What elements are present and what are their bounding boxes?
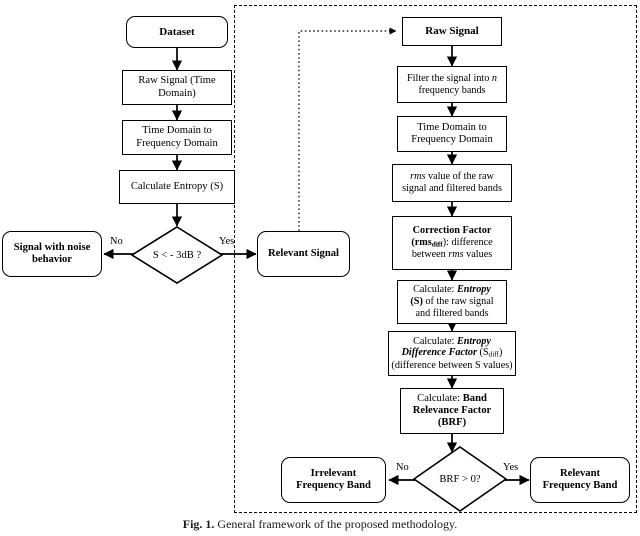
line-2: Domain)	[158, 87, 196, 99]
node-irrelevant-frequency-band[interactable]: Irrelevant Frequency Band	[281, 457, 386, 503]
figure-caption: Fig. 1. General framework of the propose…	[0, 517, 640, 532]
line-1: Irrelevant	[310, 467, 357, 479]
line-1: Signal with noise	[13, 241, 91, 253]
decision-entropy-threshold-label: S < - 3dB ?	[152, 249, 202, 261]
node-correction-factor-label: Correction Factor (rmsdiff): difference …	[411, 225, 493, 261]
node-time-to-frequency-domain-2[interactable]: Time Domain to Frequency Domain	[397, 116, 507, 152]
line-1-prefix: Calculate:	[417, 392, 463, 404]
line-2-bold: Relevance Factor	[412, 404, 492, 416]
node-dataset[interactable]: Dataset	[126, 16, 228, 48]
node-signal-with-noise-behavior-label: Signal with noise behavior	[3, 242, 101, 267]
edge-label-yes-left: Yes	[219, 236, 235, 247]
node-relevant-frequency-band[interactable]: Relevant Frequency Band	[530, 457, 630, 503]
figure-caption-label: Fig. 1.	[182, 517, 215, 531]
node-calculate-entropy[interactable]: Calculate Entropy (S)	[119, 170, 235, 204]
line-2: signal and filtered bands	[402, 183, 502, 194]
node-band-relevance-factor[interactable]: Calculate: Band Relevance Factor (BRF)	[400, 388, 504, 434]
line-2: Frequency Domain	[411, 134, 493, 145]
node-raw-signal-label: Raw Signal	[425, 25, 479, 38]
figure-caption-text: General framework of the proposed method…	[217, 517, 458, 531]
node-entropy-difference-factor-label: Calculate: Entropy Difference Factor (Sd…	[389, 336, 515, 372]
line-2-sub: diff	[488, 350, 499, 360]
line-1-bolditalic: Entropy	[456, 335, 491, 347]
decision-entropy-threshold[interactable]: S < - 3dB ?	[131, 226, 223, 284]
edge-label-no-left: No	[110, 236, 123, 247]
line-2-close: )	[499, 347, 503, 359]
line-1-text: Filter the signal into	[407, 72, 492, 84]
rms-italic: rms	[410, 171, 426, 183]
node-rms-value[interactable]: rms value of the raw signal and filtered…	[392, 164, 512, 202]
line-2: behavior	[31, 254, 73, 265]
node-filter-signal-bands[interactable]: Filter the signal into n frequency bands	[397, 66, 507, 103]
node-dataset-label: Dataset	[159, 25, 195, 38]
line-1: Time Domain to	[417, 121, 487, 133]
line-3: (difference between S values)	[391, 359, 513, 371]
node-calculate-entropy-label: Calculate Entropy (S)	[130, 180, 224, 192]
node-calculate-entropy-bands[interactable]: Calculate: Entropy (S) of the raw signal…	[397, 280, 507, 324]
line-3-italic: rms	[448, 249, 464, 261]
node-band-relevance-factor-label: Calculate: Band Relevance Factor (BRF)	[401, 393, 503, 430]
edge-label-no-right: No	[396, 462, 409, 473]
line-2-bolditalic: Difference Factor	[401, 347, 477, 359]
node-time-to-frequency-domain-2-label: Time Domain to Frequency Domain	[398, 122, 506, 147]
line-1-bolditalic: Entropy	[456, 284, 491, 296]
line-1-bold: Band	[462, 392, 487, 404]
line-1: Correction Factor	[412, 225, 492, 237]
line-2-rest: of the raw signal	[422, 296, 494, 308]
node-time-to-frequency-domain-label: Time Domain to Frequency Domain	[123, 125, 231, 150]
line-2-bold: rms	[414, 236, 432, 248]
node-relevant-signal[interactable]: Relevant Signal	[257, 231, 350, 277]
node-raw-signal-time-domain[interactable]: Raw Signal (Time Domain)	[122, 70, 232, 105]
line-2: Frequency Band	[542, 480, 618, 491]
node-signal-with-noise-behavior[interactable]: Signal with noise behavior	[2, 231, 102, 277]
node-correction-factor[interactable]: Correction Factor (rmsdiff): difference …	[392, 216, 512, 270]
line-1-italic: n	[491, 72, 497, 84]
line-2-sub: diff	[431, 239, 443, 249]
node-entropy-difference-factor[interactable]: Calculate: Entropy Difference Factor (Sd…	[388, 331, 516, 376]
line-1-prefix: Calculate:	[413, 284, 457, 296]
line-2: frequency bands	[418, 84, 486, 96]
line-1-prefix: Calculate:	[413, 335, 457, 347]
node-calculate-entropy-bands-label: Calculate: Entropy (S) of the raw signal…	[398, 284, 506, 319]
node-time-to-frequency-domain[interactable]: Time Domain to Frequency Domain	[122, 120, 232, 155]
decision-brf[interactable]: BRF > 0?	[413, 446, 507, 512]
node-raw-signal[interactable]: Raw Signal	[402, 17, 502, 46]
node-relevant-signal-label: Relevant Signal	[268, 247, 339, 259]
decision-brf-label: BRF > 0?	[439, 473, 481, 485]
node-filter-signal-bands-label: Filter the signal into n frequency bands	[398, 73, 506, 97]
edge-label-yes-right: Yes	[503, 462, 519, 473]
line-2: Frequency Domain	[136, 137, 218, 149]
line-1: Relevant	[559, 467, 600, 479]
line-3: and filtered bands	[415, 307, 489, 319]
line-1: Time Domain to	[142, 125, 212, 137]
line-3-b: values	[463, 249, 493, 261]
line-2: Frequency Band	[296, 480, 371, 491]
node-raw-signal-time-domain-label: Raw Signal (Time Domain)	[123, 75, 231, 100]
line-2-bold: (S)	[410, 296, 423, 308]
line-2-open: (S	[476, 347, 489, 359]
line-3-bold: (BRF)	[437, 417, 467, 429]
node-relevant-frequency-band-label: Relevant Frequency Band	[531, 468, 629, 493]
node-rms-value-label: rms value of the raw signal and filtered…	[393, 171, 511, 195]
node-irrelevant-frequency-band-label: Irrelevant Frequency Band	[282, 468, 385, 493]
line-1: Raw Signal (Time	[138, 75, 216, 87]
dashed-process-region	[234, 5, 637, 513]
line-3-a: between	[411, 249, 449, 261]
line-2-rest: ): difference	[442, 236, 493, 248]
line-1-rest: value of the raw	[425, 171, 494, 183]
